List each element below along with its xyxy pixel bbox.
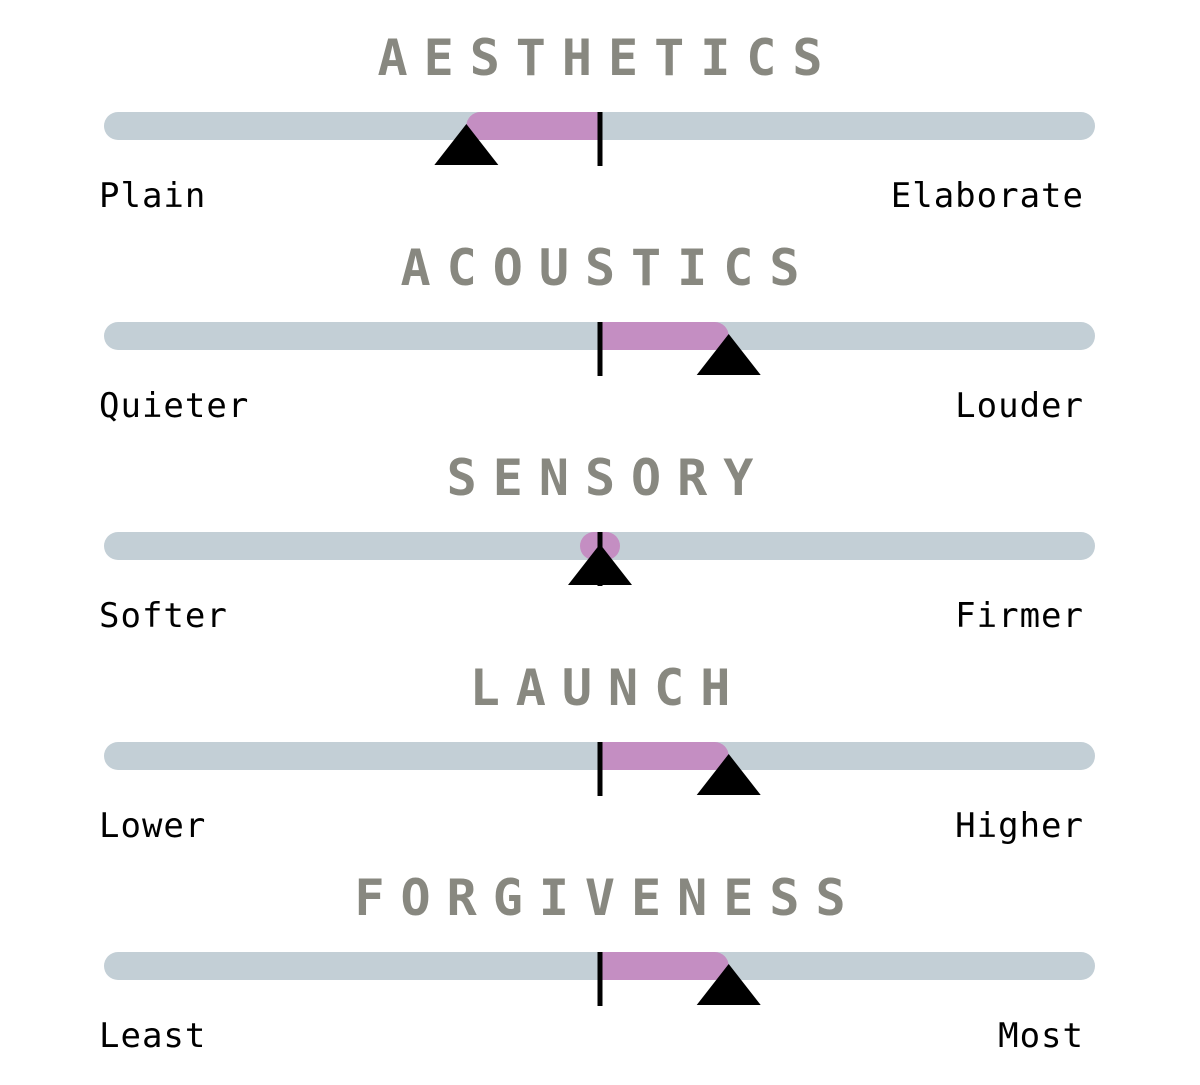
scale-fill-edge bbox=[600, 742, 614, 770]
scale-row-acoustics: ACOUSTICS Quieter Louder bbox=[99, 239, 1095, 426]
center-tick bbox=[597, 112, 603, 166]
value-marker-triangle bbox=[696, 754, 761, 795]
left-label: Softer bbox=[99, 596, 228, 636]
scale-row-aesthetics: AESTHETICS Plain Elaborate bbox=[99, 29, 1095, 216]
center-tick bbox=[597, 742, 603, 796]
value-marker-triangle bbox=[696, 334, 761, 375]
scale-row-forgiveness: FORGIVENESS Least Most bbox=[99, 869, 1095, 1056]
right-label: Higher bbox=[955, 806, 1084, 846]
scale-row-sensory: SENSORY Softer Firmer bbox=[99, 449, 1095, 636]
scale-title: AESTHETICS bbox=[377, 29, 838, 87]
scale-row-launch: LAUNCH Lower Higher bbox=[99, 659, 1095, 846]
scale-fill bbox=[466, 112, 600, 140]
left-label: Least bbox=[99, 1016, 206, 1056]
right-label: Most bbox=[998, 1016, 1084, 1056]
scale-fill bbox=[600, 952, 729, 980]
left-label: Quieter bbox=[99, 386, 249, 426]
center-tick bbox=[597, 952, 603, 1006]
scale-fill bbox=[600, 322, 729, 350]
scale-title: SENSORY bbox=[447, 449, 770, 507]
left-label: Lower bbox=[99, 806, 206, 846]
scale-title: FORGIVENESS bbox=[354, 869, 861, 927]
center-tick bbox=[597, 322, 603, 376]
value-marker-triangle bbox=[696, 964, 761, 1005]
value-marker-triangle bbox=[434, 124, 499, 165]
scale-fill-edge bbox=[600, 952, 614, 980]
right-label: Louder bbox=[955, 386, 1084, 426]
scale-title: ACOUSTICS bbox=[401, 239, 816, 297]
right-label: Firmer bbox=[955, 596, 1084, 636]
right-label: Elaborate bbox=[891, 176, 1084, 216]
value-marker-triangle bbox=[568, 544, 632, 585]
scale-fill-edge bbox=[600, 322, 614, 350]
left-label: Plain bbox=[99, 176, 206, 216]
scale-title: LAUNCH bbox=[470, 659, 747, 717]
scale-fill-edge bbox=[586, 112, 600, 140]
scale-fill bbox=[600, 742, 729, 770]
